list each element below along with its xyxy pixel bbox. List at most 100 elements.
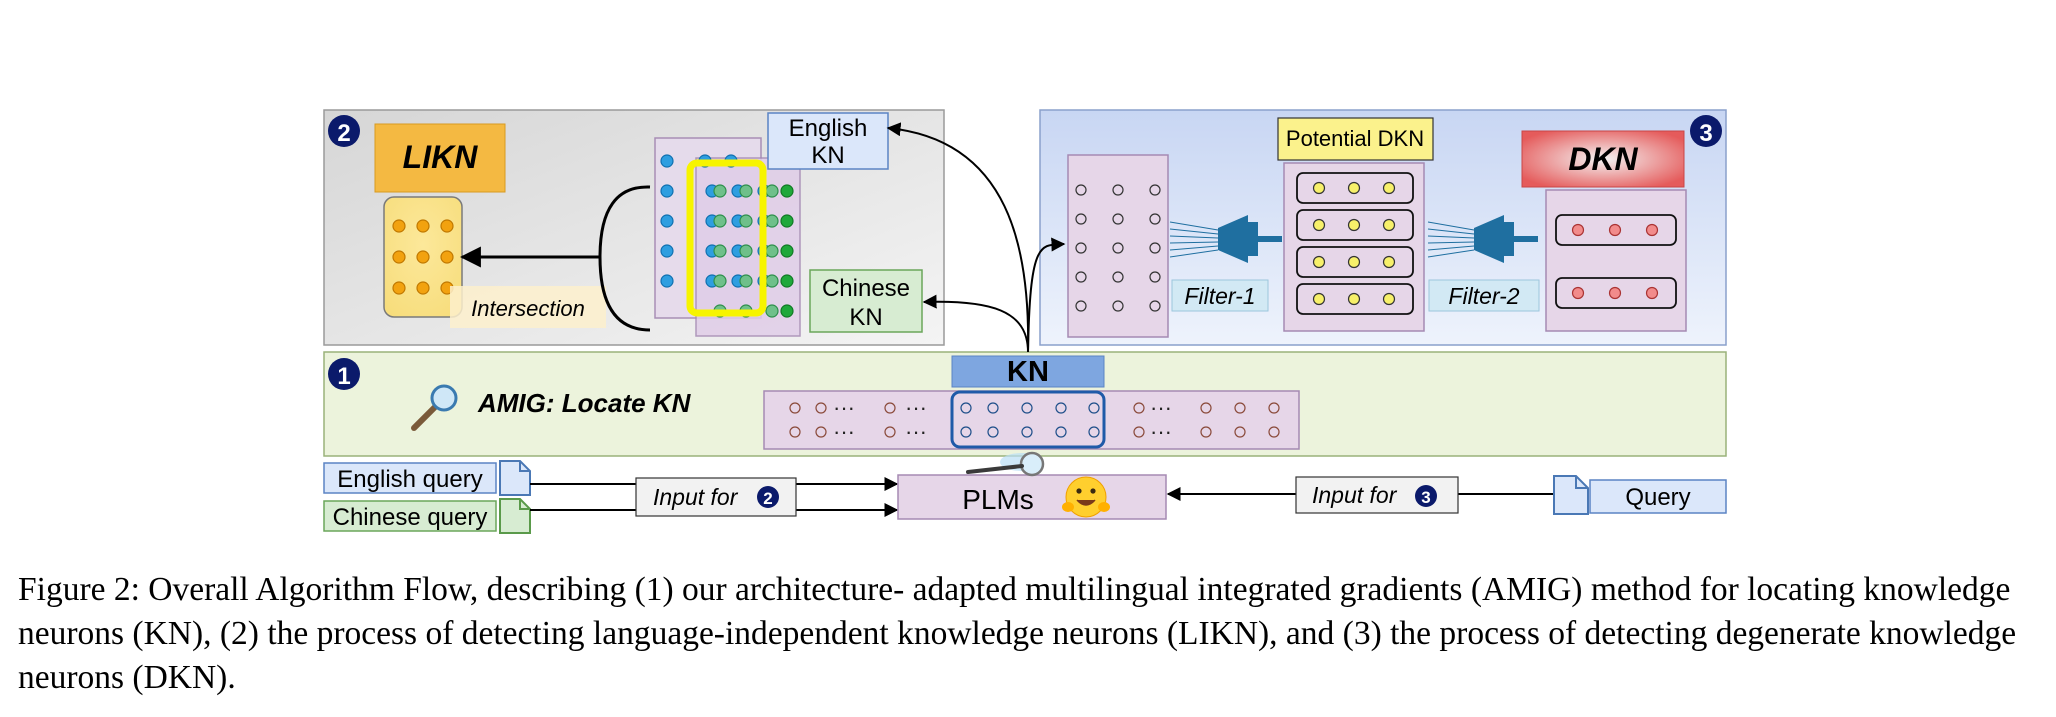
neuron	[1112, 184, 1124, 196]
neuron	[1133, 402, 1145, 414]
neuron	[780, 214, 794, 228]
neuron	[392, 219, 406, 233]
candidate-neurons	[1075, 184, 1161, 312]
intersection-highlight	[686, 159, 767, 317]
plms-label: PLMs	[962, 484, 1034, 515]
neuron	[1075, 300, 1087, 312]
neuron	[1075, 271, 1087, 283]
neuron	[1382, 292, 1396, 306]
input-for-3-badge: 3	[1421, 488, 1430, 507]
chinese-kn-line1: Chinese	[822, 275, 910, 302]
potential-dkn-neurons	[1296, 172, 1414, 315]
document-icon	[1553, 475, 1589, 515]
kn-arrows	[886, 122, 1066, 353]
neuron	[1347, 292, 1361, 306]
neuron	[780, 274, 794, 288]
english-kn-line2: KN	[811, 142, 844, 169]
kn-label: KN	[1007, 356, 1049, 388]
query-label: Query	[1625, 484, 1690, 511]
input-for-3-label: Input for	[1312, 482, 1398, 508]
likn-label: LIKN	[403, 139, 479, 175]
filter-1-icon	[1169, 215, 1282, 263]
ellipsis: ···	[833, 419, 855, 444]
neuron	[1112, 300, 1124, 312]
neuron-group	[1296, 246, 1414, 278]
input-flow: English query Chinese query Input for 2 …	[323, 451, 1727, 534]
neuron	[1088, 426, 1100, 438]
neuron	[416, 281, 430, 295]
filter-2-label: Filter-2	[1448, 283, 1519, 309]
neuron	[884, 402, 896, 414]
filter-1-label: Filter-1	[1184, 283, 1255, 309]
ellipsis: ···	[1150, 419, 1172, 444]
neuron	[1149, 184, 1161, 196]
hugging-face-icon	[1062, 476, 1110, 518]
neuron	[1055, 426, 1067, 438]
neuron	[789, 426, 801, 438]
neuron	[1234, 426, 1246, 438]
neuron	[1149, 300, 1161, 312]
neuron	[1382, 218, 1396, 232]
neuron	[815, 426, 827, 438]
input-for-2-badge: 2	[763, 489, 772, 508]
neuron	[884, 426, 896, 438]
neuron	[1112, 213, 1124, 225]
neuron	[392, 281, 406, 295]
neuron	[789, 402, 801, 414]
neuron	[1112, 242, 1124, 254]
neuron	[1112, 271, 1124, 283]
intersection-label: Intersection	[471, 296, 585, 321]
neuron	[660, 274, 674, 288]
ellipsis: ···	[1150, 395, 1172, 420]
chinese-query-label: Chinese query	[333, 504, 488, 531]
neuron	[1149, 271, 1161, 283]
neuron	[765, 184, 779, 198]
neuron	[780, 304, 794, 318]
dkn-label: DKN	[1568, 141, 1638, 177]
neuron	[1312, 292, 1326, 306]
neuron-group	[1555, 214, 1677, 246]
neuron	[1149, 242, 1161, 254]
neuron	[765, 214, 779, 228]
neuron	[780, 184, 794, 198]
document-icon	[499, 460, 531, 496]
neuron	[713, 244, 727, 258]
plm-neuron-layer: ··················	[789, 395, 1280, 444]
neuron	[1075, 184, 1087, 196]
panel-2-badge: 2	[337, 120, 350, 147]
magnifier-icon	[966, 451, 1045, 477]
neuron	[1088, 402, 1100, 414]
neuron	[765, 244, 779, 258]
neuron	[1645, 223, 1659, 237]
neuron	[739, 214, 753, 228]
neuron	[1021, 402, 1033, 414]
multilingual-neuron-grid	[660, 154, 794, 318]
neuron	[1571, 223, 1585, 237]
neuron	[1075, 213, 1087, 225]
neuron	[1021, 426, 1033, 438]
neuron	[739, 244, 753, 258]
neuron	[1645, 286, 1659, 300]
filter-2-icon	[1427, 215, 1538, 263]
neuron	[739, 184, 753, 198]
neuron	[1200, 426, 1212, 438]
neuron	[1075, 242, 1087, 254]
panel-2-likn: 2 LIKN Intersection English KN Chinese K…	[323, 109, 945, 346]
neuron	[815, 402, 827, 414]
neuron	[440, 250, 454, 264]
panel-1-badge: 1	[337, 363, 350, 390]
neuron	[1347, 181, 1361, 195]
neuron	[660, 184, 674, 198]
neuron	[1382, 255, 1396, 269]
neuron	[1312, 181, 1326, 195]
neuron-group	[1296, 283, 1414, 315]
document-icon	[499, 498, 531, 534]
neuron	[1312, 255, 1326, 269]
neuron-group	[1296, 209, 1414, 241]
amig-title: AMIG: Locate KN	[477, 388, 692, 418]
neuron	[1268, 402, 1280, 414]
ellipsis: ···	[833, 395, 855, 420]
neuron-group	[1296, 172, 1414, 204]
neuron	[1268, 426, 1280, 438]
